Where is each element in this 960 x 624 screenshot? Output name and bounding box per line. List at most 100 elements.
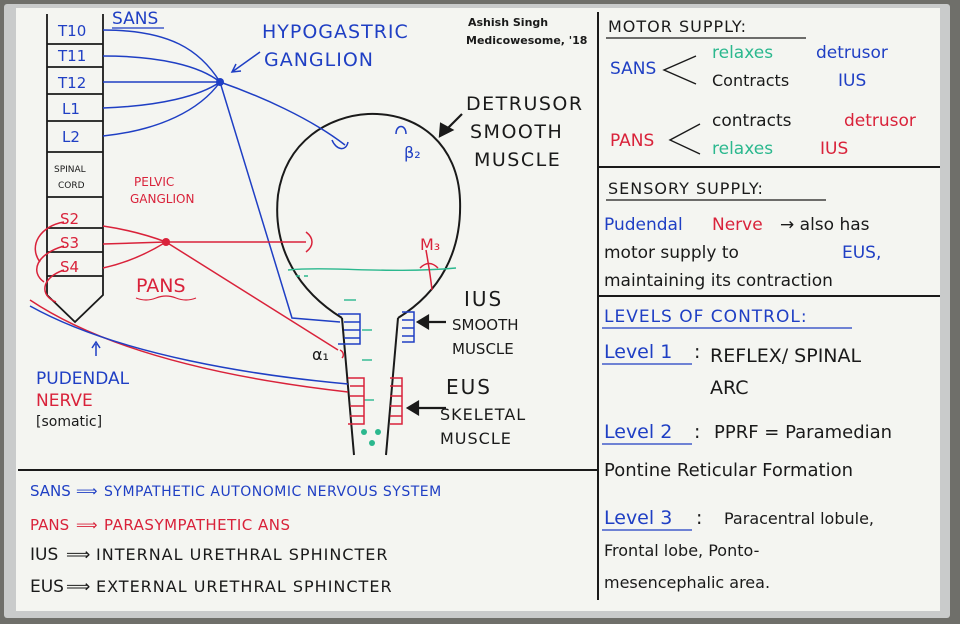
motor-pans-line2-target: IUS — [820, 139, 848, 159]
sympathetic-nerves — [102, 29, 407, 323]
sans-title: SANS — [112, 9, 158, 29]
motor-supply-title: MOTOR SUPPLY: — [608, 17, 747, 36]
m3-receptor-label: M₃ — [420, 235, 440, 254]
spinal-cord-label-line2: CORD — [58, 181, 85, 191]
detrusor-label-line1: DETRUSOR — [466, 93, 584, 115]
section-dividers — [18, 12, 940, 600]
level-3-line2: Frontal lobe, Ponto- — [604, 541, 759, 560]
ius-smooth-label: SMOOTH — [452, 316, 519, 334]
level-3-line3: mesencephalic area. — [604, 573, 770, 592]
segment-l2: L2 — [62, 128, 80, 146]
eus-sphincter-marks — [348, 377, 403, 425]
pans-label: PANS — [136, 275, 186, 297]
segment-t12: T12 — [57, 74, 86, 92]
levels-title: LEVELS OF CONTROL: — [604, 307, 808, 327]
eus-skeletal-label: SKELETAL — [440, 405, 526, 424]
pudendal-label: PUDENDAL — [36, 369, 130, 389]
sensory-line2: motor supply to — [604, 243, 739, 263]
urine-drops — [361, 429, 381, 446]
motor-supply-panel: MOTOR SUPPLY: SANS relaxes detrusor Cont… — [606, 17, 916, 159]
sensory-supply-title: SENSORY SUPPLY: — [608, 179, 764, 198]
sensory-line1-tail: → also has — [780, 215, 870, 235]
sensory-pudendal: Pudendal — [604, 215, 683, 235]
abbr-eus: EUS — [30, 577, 64, 597]
abbr-sans-meaning: SYMPATHETIC AUTONOMIC NERVOUS SYSTEM — [104, 484, 442, 500]
motor-pans-brace — [668, 123, 701, 155]
hypogastric-ganglion-node — [216, 78, 224, 86]
somatic-label: [somatic] — [36, 414, 102, 430]
segment-s4: S4 — [60, 258, 79, 276]
segment-s3: S3 — [60, 234, 79, 252]
motor-pans-line2-verb: relaxes — [712, 139, 773, 159]
pelvic-ganglion-label-line1: PELVIC — [134, 175, 174, 189]
sensory-supply-panel: SENSORY SUPPLY: Pudendal Nerve → also ha… — [604, 179, 881, 291]
level-1-colon: : — [694, 341, 700, 363]
abbr-arrow-sans: ⟹ — [76, 482, 98, 500]
hypogastric-label-line2: GANGLION — [264, 49, 374, 71]
motor-sans-line1-verb: relaxes — [712, 43, 773, 63]
detrusor-label-line3: MUSCLE — [474, 149, 561, 171]
bladder-outline — [276, 112, 462, 456]
abbr-pans: PANS — [30, 516, 69, 534]
segment-s2: S2 — [60, 210, 79, 228]
author-name: Ashish Singh — [468, 16, 548, 29]
segment-t11: T11 — [57, 47, 86, 65]
level-3-colon: : — [696, 507, 702, 529]
motor-sans-brace — [662, 55, 697, 85]
hypogastric-pointer-arrow — [230, 51, 261, 73]
levels-of-control-panel: LEVELS OF CONTROL: Level 1 : REFLEX/ SPI… — [602, 307, 892, 592]
parasympathetic-nerves — [29, 221, 439, 393]
ius-label: IUS — [464, 287, 503, 311]
alpha1-receptor-label: α₁ — [312, 345, 329, 364]
motor-sans-line2-verb: Contracts — [712, 71, 789, 90]
spinal-cord-label-line1: SPINAL — [54, 165, 86, 175]
abbr-ius: IUS — [30, 545, 58, 565]
pudendal-nerve-line — [29, 305, 349, 385]
motor-sans-line1-target: detrusor — [816, 43, 888, 63]
sensory-line3: maintaining its contraction — [604, 271, 833, 291]
spinal-cord-column — [46, 14, 104, 324]
label-pointer-arrows — [405, 113, 463, 416]
abbr-ius-meaning: INTERNAL URETHRAL SPHINCTER — [96, 545, 388, 564]
segment-l1: L1 — [62, 100, 80, 118]
abbr-arrow-ius: ⟹ — [66, 545, 90, 565]
level-1-line1: REFLEX/ SPINAL — [710, 345, 862, 367]
nerve-label: NERVE — [36, 391, 93, 411]
eus-muscle-label: MUSCLE — [440, 429, 512, 448]
level-3-label: Level 3 — [604, 507, 672, 529]
level-1-label: Level 1 — [604, 341, 672, 363]
motor-sans-line2-target: IUS — [838, 71, 866, 91]
level-2-colon: : — [694, 421, 700, 443]
motor-pans-label: PANS — [610, 131, 654, 151]
level-2-line2: Pontine Reticular Formation — [604, 460, 853, 481]
motor-pans-line1-target: detrusor — [844, 111, 916, 131]
hypogastric-label-line1: HYPOGASTRIC — [262, 21, 409, 43]
level-1-line2: ARC — [710, 377, 749, 399]
author-site: Medicowesome, '18 — [466, 34, 587, 47]
abbr-sans: SANS — [30, 482, 71, 500]
abbreviation-legend: SANS ⟹ SYMPATHETIC AUTONOMIC NERVOUS SYS… — [30, 482, 442, 597]
board-surface — [16, 8, 940, 611]
eus-label: EUS — [446, 375, 492, 399]
ius-muscle-label: MUSCLE — [452, 340, 514, 358]
segment-t10: T10 — [57, 22, 86, 40]
pelvic-ganglion-node — [162, 238, 170, 246]
motor-sans-label: SANS — [610, 59, 656, 79]
abbr-arrow-eus: ⟹ — [66, 577, 90, 597]
ius-sphincter-marks — [338, 311, 415, 345]
level-3-line1: Paracentral lobule, — [724, 509, 874, 528]
level-2-line1: PPRF = Paramedian — [714, 422, 892, 443]
pelvic-ganglion-label-line2: GANGLION — [130, 192, 194, 206]
level-2-label: Level 2 — [604, 421, 672, 443]
urine-level — [287, 267, 457, 401]
abbr-pans-meaning: PARASYMPATHETIC ANS — [104, 516, 290, 534]
motor-pans-line1-verb: contracts — [712, 111, 792, 131]
abbr-eus-meaning: EXTERNAL URETHRAL SPHINCTER — [96, 577, 393, 596]
detrusor-label-line2: SMOOTH — [470, 121, 563, 143]
beta2-receptor-label: β₂ — [404, 143, 421, 162]
sensory-eus: EUS, — [842, 243, 881, 263]
sensory-nerve: Nerve — [712, 215, 763, 235]
pans-label-underline — [135, 295, 197, 301]
